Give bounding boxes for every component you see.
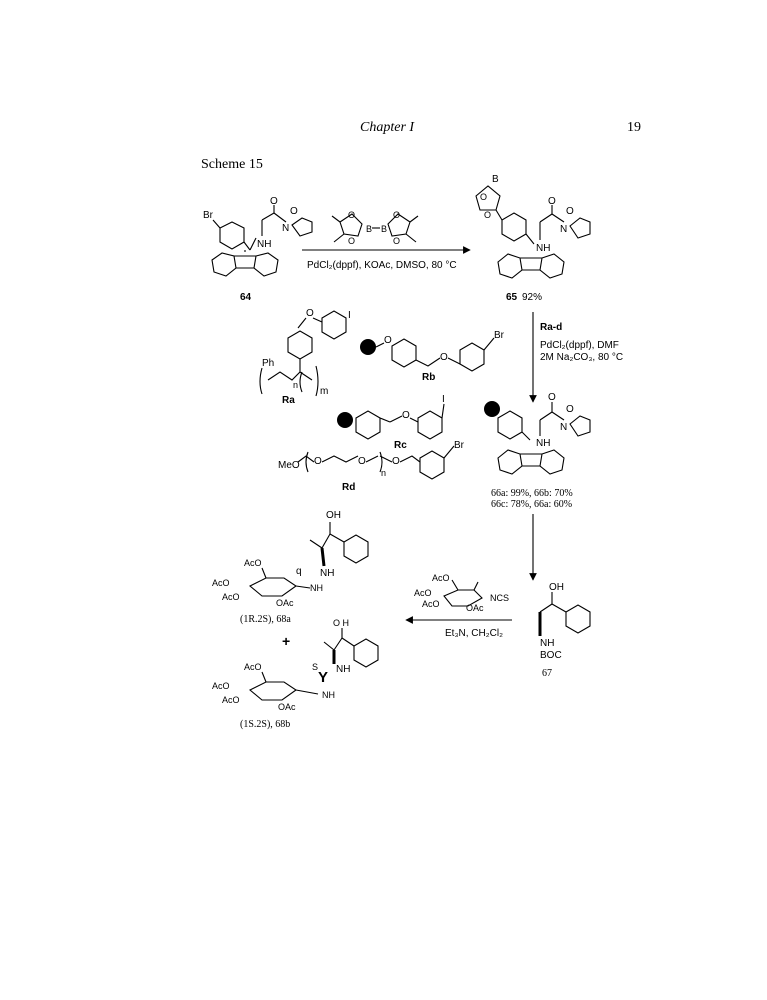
atom-o2-rd: O xyxy=(358,456,366,467)
atom-o-rc: O xyxy=(402,410,410,421)
atom-n-64: N xyxy=(282,223,289,234)
atom-b-2: B xyxy=(381,224,387,234)
atom-aco-68b-1: AcO xyxy=(244,662,262,672)
atom-oh-68b: O H xyxy=(333,618,349,628)
atom-o1-rd: O xyxy=(314,456,322,467)
atom-o-bpin-3: O xyxy=(393,210,400,220)
atom-n-66: N xyxy=(560,422,567,433)
glycosyl-isothiocyanate: AcO AcO AcO OAc NCS xyxy=(414,573,509,613)
product-68a-structure: OH NH q AcO AcO AcO OAc NH (1R.2S), 68a xyxy=(212,510,369,625)
atom-o2-rb: O xyxy=(440,352,448,363)
reagents-step2-title: Ra-d xyxy=(540,322,562,333)
compound-65-structure: B O O NH O N O 65 92% xyxy=(475,174,591,303)
atom-nh-68a-1: NH xyxy=(320,568,334,579)
atom-nh-68b-2: NH xyxy=(322,690,335,700)
atom-q-68a: q xyxy=(296,566,302,577)
page-number: 19 xyxy=(627,120,641,135)
atom-aco-68b-3: AcO xyxy=(222,695,240,705)
atom-nh-66: NH xyxy=(536,438,550,449)
reagent-rb-structure: O O Br Rb xyxy=(360,330,505,383)
atom-o-65a: O xyxy=(480,192,487,202)
atom-aco-68a-1: AcO xyxy=(244,558,262,568)
atom-ncs: NCS xyxy=(490,593,509,603)
atom-nh-65: NH xyxy=(536,243,550,254)
atom-o3-rd: O xyxy=(392,456,400,467)
product-68b-structure: O H NH S Y NH AcO AcO AcO OAc (1S.2S), 6… xyxy=(212,618,379,730)
atom-o-65b: O xyxy=(484,210,491,220)
atom-br-rb: Br xyxy=(494,330,505,341)
reagents-step1: PdCl₂(dppf), KOAc, DMSO, 80 °C xyxy=(307,260,457,271)
compound-64-structure: Br NH O N O 64 xyxy=(203,196,313,303)
atom-boc-67: BOC xyxy=(540,650,562,661)
atom-o-rb: O xyxy=(384,335,392,346)
atom-o-bpin-2: O xyxy=(348,236,355,246)
compound-label-64: 64 xyxy=(240,292,252,303)
atom-o-64: O xyxy=(270,196,278,207)
atom-i-rc: I xyxy=(442,394,445,405)
atom-b-1: B xyxy=(366,224,372,234)
atom-y-68b: Y xyxy=(318,669,328,686)
compound-label-65: 65 xyxy=(506,292,518,303)
atom-aco-ncs-3: AcO xyxy=(422,599,440,609)
atom-nh-68b-1: NH xyxy=(336,664,350,675)
atom-br-64: Br xyxy=(203,210,214,221)
atom-br-rd: Br xyxy=(454,440,465,451)
reagent-label-rb: Rb xyxy=(422,372,435,383)
plus-sign: + xyxy=(282,633,290,649)
reagent-ra-structure: I O Ph n m Ra xyxy=(259,308,351,406)
atom-ph-ra: Ph xyxy=(262,358,274,369)
atom-meo-rd: MeO xyxy=(278,460,300,471)
running-head: Chapter I xyxy=(360,120,415,135)
reagent-label-rc: Rc xyxy=(394,440,407,451)
reagent-rc-structure: O I Rc xyxy=(337,394,445,451)
atom-n-ra: n xyxy=(293,380,298,390)
reagents-step3: Et₃N, CH₂Cl₂ xyxy=(445,628,503,639)
atom-m-ra: m xyxy=(320,386,328,397)
scheme-title: Scheme 15 xyxy=(201,157,263,172)
compound-label-67: 67 xyxy=(542,668,552,679)
atom-oh-67: OH xyxy=(549,582,564,593)
atom-b-65: B xyxy=(492,174,499,185)
reagents-step2-line1: PdCl₂(dppf), DMF xyxy=(540,340,619,351)
atom-o-66a: O xyxy=(548,392,556,403)
compound-66-structure: NH O N O 66a: 99%, 66b: 70% 66c: 78%, 66… xyxy=(484,392,591,510)
atom-o2-64: O xyxy=(290,206,298,217)
compound-66-yields-line1: 66a: 99%, 66b: 70% xyxy=(491,488,573,499)
atom-nh-64: NH xyxy=(257,239,271,250)
atom-aco-ncs-1: AcO xyxy=(432,573,450,583)
compound-67-structure: OH NH BOC 67 xyxy=(538,582,591,679)
atom-nh-67: NH xyxy=(540,638,554,649)
atom-oac-ncs: OAc xyxy=(466,603,484,613)
atom-n-rd: n xyxy=(381,468,386,478)
b2pin2-reagent: O O B B O O xyxy=(331,210,419,246)
atom-o-65d: O xyxy=(566,206,574,217)
atom-oac-68a: OAc xyxy=(276,598,294,608)
atom-oac-68b: OAc xyxy=(278,702,296,712)
atom-o-66b: O xyxy=(566,404,574,415)
reagent-label-ra: Ra xyxy=(282,395,295,406)
compound-yield-65: 92% xyxy=(522,292,542,303)
reagent-label-rd: Rd xyxy=(342,482,355,493)
compound-label-68a: (1R.2S), 68a xyxy=(240,614,291,625)
compound-66-yields-line2: 66c: 78%, 66a: 60% xyxy=(491,499,572,510)
atom-i-ra: I xyxy=(348,310,351,321)
atom-aco-68a-2: AcO xyxy=(212,578,230,588)
reagents-step2-line2: 2M Na₂CO₃, 80 °C xyxy=(540,352,623,363)
atom-o-ra: O xyxy=(306,308,314,319)
atom-aco-68b-2: AcO xyxy=(212,681,230,691)
atom-oh-68a: OH xyxy=(326,510,341,521)
atom-s-68b: S xyxy=(312,662,318,672)
compound-label-68b: (1S.2S), 68b xyxy=(240,719,290,730)
atom-o-bpin-1: O xyxy=(348,210,355,220)
atom-nh-68a-2: NH xyxy=(310,583,323,593)
atom-o-bpin-4: O xyxy=(393,236,400,246)
reagent-rd-structure: MeO O O n O Br Rd xyxy=(278,440,465,493)
atom-aco-68a-3: AcO xyxy=(222,592,240,602)
atom-n-65: N xyxy=(560,224,567,235)
atom-aco-ncs-2: AcO xyxy=(414,588,432,598)
atom-o-65c: O xyxy=(548,196,556,207)
